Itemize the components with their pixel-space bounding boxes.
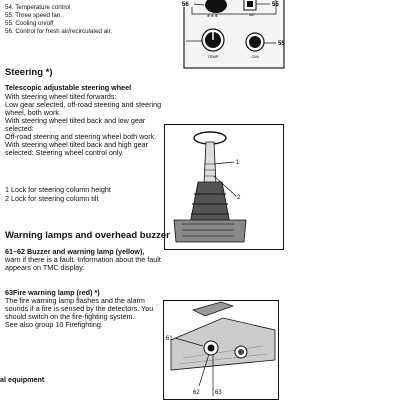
list-item-56-air: 56. Control for fresh air/recirculated a… (5, 28, 112, 35)
callout-55: 55 (278, 41, 285, 47)
fire-lamp-text: The fire warning lamp flashes and the al… (5, 296, 154, 321)
roof-hatch (192, 301, 235, 317)
buzzer-text: warn if there is a fault. Information ab… (5, 255, 161, 272)
steering-heading: Steering *) (5, 67, 53, 78)
ceiling-panel (170, 317, 276, 371)
overhead-buzzer-figure: 61 62 63 (163, 300, 279, 400)
callout-1: 1 (236, 160, 240, 166)
steering-line-1: With steering wheel tilted forwards: (5, 92, 117, 101)
buzzer-title: 61–62 Buzzer and warning lamp (yellow), (5, 247, 145, 256)
ac-label: AC (249, 12, 255, 17)
callout-61: 61 (166, 336, 173, 342)
list-item-55-cooling: 55. Cooling on/off (5, 20, 54, 27)
cim-label: CIM (251, 54, 258, 59)
page-footer: al equipment (0, 375, 45, 384)
buzzer-lamp-center (207, 344, 215, 352)
callout-55-top: 55 (272, 2, 279, 8)
steering-line-3: With steering wheel tilted back and low … (5, 116, 146, 133)
climate-control-panel-figure: AC ✻ ✻ ✻ TEMP CIM 56 55 54 55 (182, 0, 285, 69)
callout-62: 62 (193, 390, 200, 396)
panel-frame (183, 0, 285, 69)
fan-knob-center (249, 36, 261, 48)
steering-text-block: With steering wheel tilted forwards: Low… (5, 93, 167, 157)
callout-56: 56 (182, 2, 189, 8)
steering-column (203, 141, 217, 185)
fan-scale-label: ✻ ✻ ✻ (207, 14, 219, 18)
lamps-text-block-2: 63Fire warning lamp (red) *) The fire wa… (5, 289, 163, 329)
lock-item-2: 2 Lock for steering column tilt (5, 194, 99, 203)
list-item-55-fan: 55. Three speed fan (5, 12, 61, 19)
callout-63: 63 (215, 390, 222, 396)
fire-lamp-title: 63Fire warning lamp (red) *) (5, 288, 100, 297)
steering-line-5: With steering wheel tilted back and high… (5, 140, 149, 157)
steering-line-4: Off-road steering and steering wheel bot… (5, 132, 157, 141)
lamps-text-block-1: 61–62 Buzzer and warning lamp (yellow), … (5, 248, 163, 272)
steering-subheading: Telescopic adjustable steering wheel (5, 83, 132, 92)
fire-lamp-note: See also group 10 Firefighting. (5, 320, 103, 329)
steering-line-2: Low gear selected, off-road steering and… (5, 100, 162, 117)
temp-label: TEMP (207, 54, 218, 59)
warning-lamps-heading: Warning lamps and overhead buzzer (5, 230, 170, 241)
list-item-54-temp: 54. Temperature control (5, 4, 71, 11)
floor-plate (173, 219, 247, 243)
steering-column-figure: 1 2 (164, 124, 284, 250)
ac-button-indicator (247, 1, 253, 7)
top-knob (205, 0, 227, 13)
callout-2: 2 (237, 195, 241, 201)
fire-lamp-center (238, 349, 244, 355)
lock-item-1: 1 Lock for steering column height (5, 185, 111, 194)
